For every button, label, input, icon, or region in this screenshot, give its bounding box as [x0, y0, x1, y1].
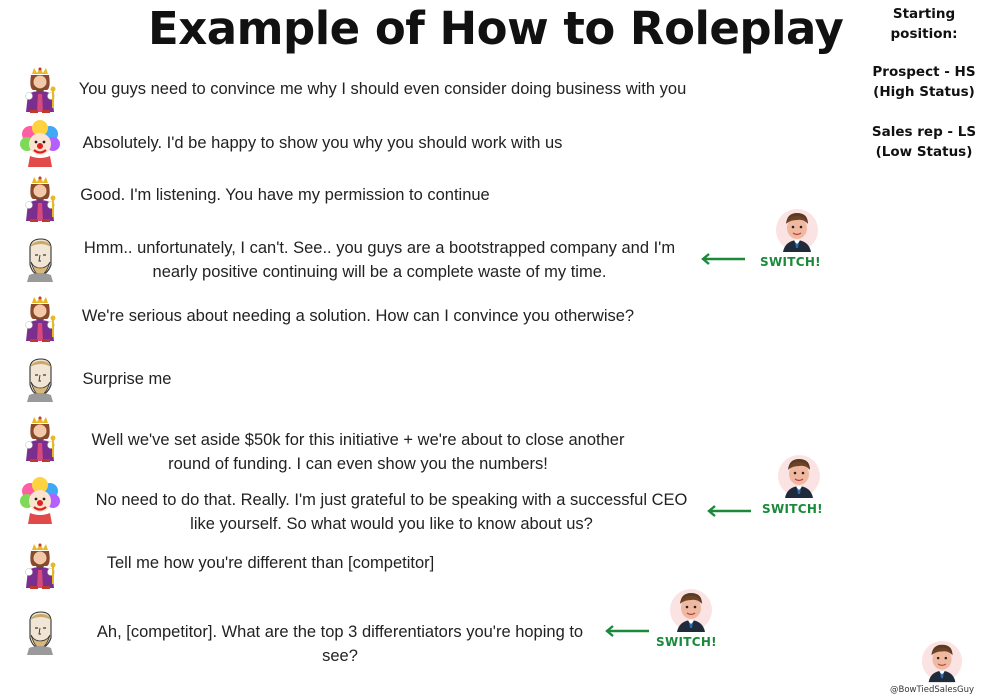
chad-avatar-icon: [19, 608, 61, 656]
dialogue-line-1: You guys need to convince me why I shoul…: [78, 80, 687, 98]
left-arrow-icon: [604, 625, 650, 637]
chad-avatar-icon: [19, 235, 61, 283]
dialogue-line-8: No need to do that. Really. I'm just gra…: [95, 491, 688, 533]
author-avatar-icon: [919, 640, 965, 684]
credit-handle: @BowTiedSalesGuy: [890, 685, 975, 695]
dialogue-line-7: Well we've set aside $50k for this initi…: [91, 431, 625, 473]
clown-avatar-icon: [19, 120, 61, 168]
dialogue-line-5: We're serious about needing a solution. …: [81, 307, 635, 325]
king-avatar-icon: [19, 542, 61, 590]
switch-label: SWITCH!: [656, 635, 717, 649]
king-avatar-icon: [19, 415, 61, 463]
clown-avatar-icon: [19, 477, 61, 525]
king-avatar-icon: [19, 175, 61, 223]
left-arrow-icon: [706, 505, 752, 517]
sales-rep-avatar-icon: [773, 208, 821, 254]
switch-label: SWITCH!: [760, 255, 821, 269]
sales-rep-status: Sales rep - LS (Low Status): [871, 124, 977, 160]
dialogue-line-2: Absolutely. I'd be happy to show you why…: [82, 134, 563, 152]
switch-label: SWITCH!: [762, 502, 823, 516]
dialogue-line-3: Good. I'm listening. You have my permiss…: [80, 186, 490, 204]
sales-rep-avatar-icon: [667, 588, 715, 634]
king-avatar-icon: [19, 66, 61, 114]
left-arrow-icon: [700, 253, 746, 265]
chad-avatar-icon: [19, 355, 61, 403]
starting-position-heading: Starting position:: [890, 6, 958, 42]
dialogue-line-9: Tell me how you're different than [compe…: [106, 554, 435, 572]
sales-rep-avatar-icon: [775, 454, 823, 500]
king-avatar-icon: [19, 295, 61, 343]
dialogue-line-4: Hmm.. unfortunately, I can't. See.. you …: [83, 239, 676, 281]
dialogue-line-6: Surprise me: [82, 370, 172, 388]
page-title: Example of How to Roleplay: [148, 2, 844, 55]
dialogue-line-10: Ah, [competitor]. What are the top 3 dif…: [96, 623, 584, 665]
prospect-status: Prospect - HS (High Status): [872, 64, 976, 100]
